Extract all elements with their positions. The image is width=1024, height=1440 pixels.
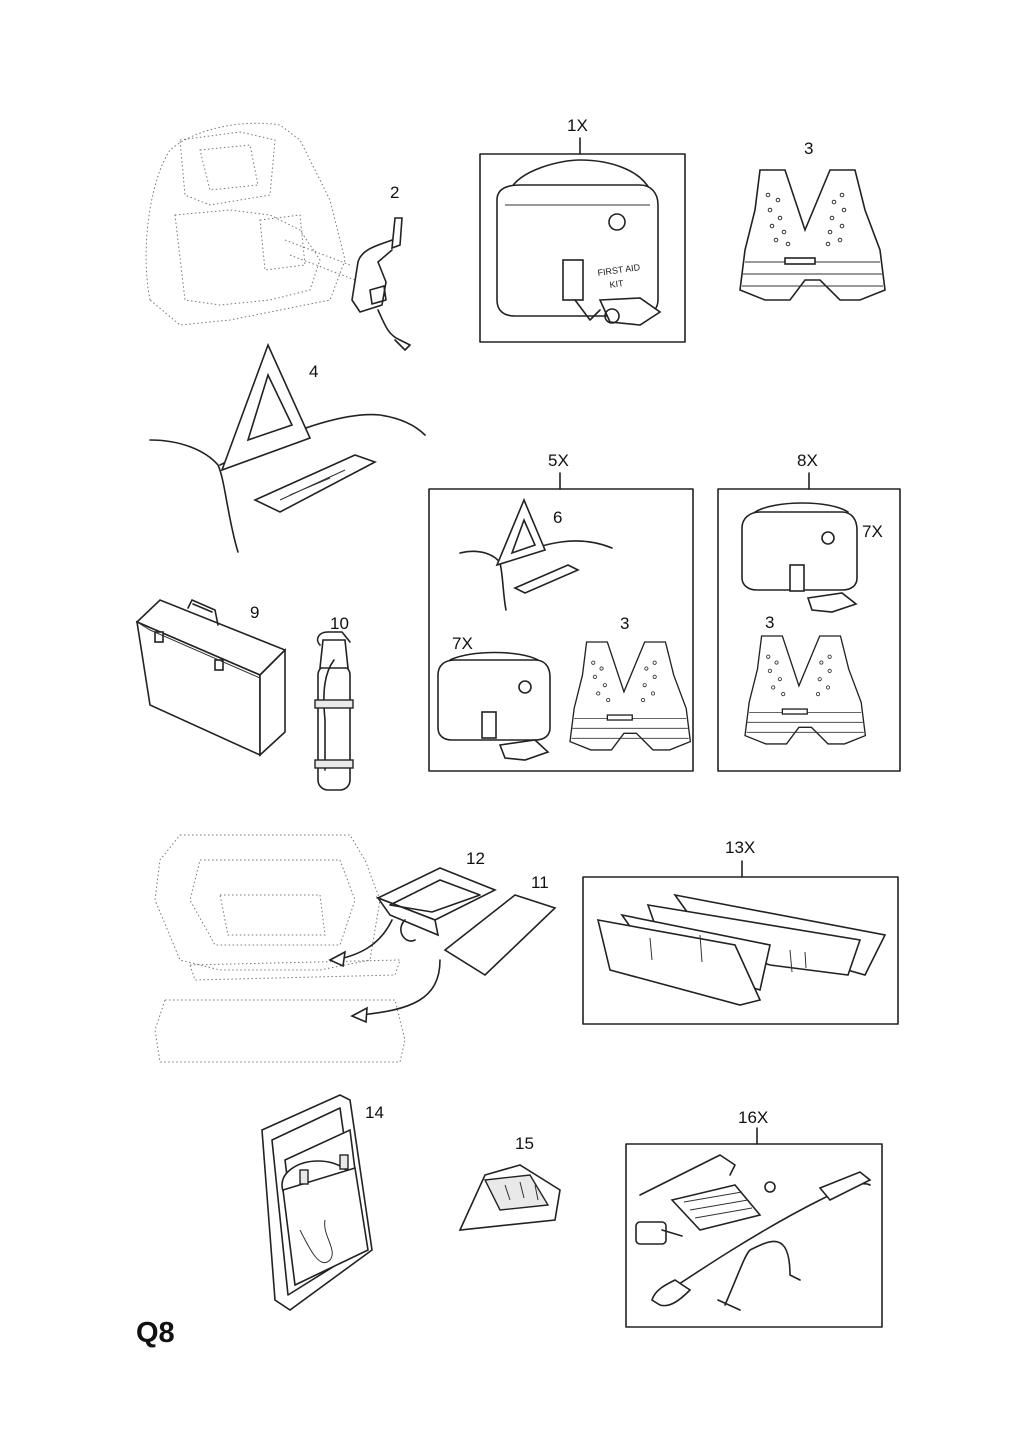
safety-vest-c — [744, 635, 867, 745]
callout-11: 11 — [531, 873, 549, 892]
safety-vest-a — [739, 169, 886, 301]
cargo-area-illustration — [154, 834, 406, 1063]
callout-15: 15 — [515, 1134, 534, 1153]
warning-triangle-illustration — [149, 342, 426, 553]
callout-8x: 8X — [797, 451, 818, 470]
callout-box-5x — [428, 488, 694, 772]
safety-vest-b — [569, 641, 692, 751]
fire-extinguisher-illustration — [314, 631, 354, 791]
callout-3: 3 — [804, 139, 814, 158]
callout-2: 2 — [390, 183, 400, 202]
warning-triangle-small — [459, 497, 613, 611]
car-rear-interior-illustration — [145, 122, 356, 326]
callout-box-16x — [625, 1143, 883, 1328]
tool-kit-illustration — [635, 1154, 872, 1311]
cargo-mat — [443, 894, 557, 977]
cargo-holder-illustration — [458, 1164, 561, 1231]
first-aid-kit-small-b — [741, 502, 858, 613]
callout-13x: 13X — [725, 838, 756, 857]
storage-bag-illustration — [261, 1094, 373, 1311]
callout-12: 12 — [466, 849, 485, 868]
toolbox-illustration — [135, 599, 287, 757]
page-code: Q8 — [136, 1317, 175, 1349]
callout-box-13x — [582, 876, 899, 1025]
callout-16x: 16X — [738, 1108, 769, 1127]
callout-5x: 5X — [548, 451, 569, 470]
callout-4: 4 — [309, 362, 319, 381]
first-aid-kit-illustration — [496, 159, 662, 326]
callout-3-b: 3 — [620, 614, 630, 633]
cargo-tray — [375, 867, 497, 942]
callout-box-1x — [479, 153, 686, 343]
callout-6: 6 — [553, 508, 563, 527]
callout-7x-b: 7X — [862, 522, 883, 541]
callout-9: 9 — [250, 603, 260, 622]
arrow-11 — [359, 959, 441, 1016]
callout-1x: 1X — [567, 116, 588, 135]
cargo-dividers — [596, 893, 887, 1006]
first-aid-kit-small-a — [437, 651, 551, 761]
callout-3-c: 3 — [765, 613, 775, 632]
first-aid-text-line2: KIT — [609, 278, 625, 290]
callout-10: 10 — [330, 614, 349, 633]
hook-bracket — [351, 217, 411, 351]
callout-7x-a: 7X — [452, 634, 473, 653]
callout-14: 14 — [365, 1103, 384, 1122]
